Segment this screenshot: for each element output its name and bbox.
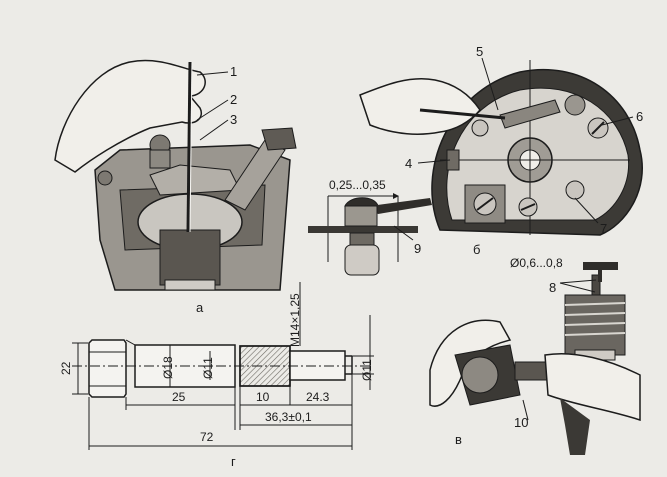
dim-22: 22	[59, 361, 73, 375]
illustration-v-spark-plug	[429, 262, 641, 455]
callout-1: 1	[230, 64, 237, 79]
callout-2: 2	[230, 92, 237, 107]
dim-d11-right: Ø11	[360, 359, 374, 381]
callout-8: 8	[549, 280, 556, 295]
callout-5: 5	[476, 44, 483, 59]
dim-36-3: 36,3±0,1	[265, 410, 312, 424]
dim-10: 10	[256, 390, 270, 404]
callout-3: 3	[230, 112, 237, 127]
dim-25: 25	[172, 390, 186, 404]
gap-range-label: Ø0,6...0,8	[510, 256, 563, 270]
gap-label: 0,25...0,35	[329, 178, 386, 192]
illustration-b-breaker-plate	[359, 57, 643, 236]
callout-4: 4	[405, 156, 412, 171]
callout-9: 9	[414, 241, 421, 256]
caption-a: а	[196, 300, 204, 315]
caption-b: б	[473, 242, 480, 257]
callout-7: 7	[600, 221, 607, 236]
callout-6: 6	[636, 109, 643, 124]
illustration-a-engine-head	[54, 59, 297, 291]
dim-thread: M14×1,25	[288, 293, 302, 347]
drawing-g-dimensions	[72, 282, 374, 450]
dim-72: 72	[200, 430, 214, 444]
caption-v: в	[455, 432, 462, 447]
dim-24-3: 24.3	[306, 390, 330, 404]
callout-10: 10	[514, 415, 528, 430]
dim-d11-left: Ø11	[201, 357, 215, 379]
dim-d18: Ø18	[161, 356, 175, 379]
drawing-g-tool	[88, 339, 353, 398]
gap-detail-sketch	[308, 193, 432, 276]
caption-g: г	[231, 454, 236, 469]
